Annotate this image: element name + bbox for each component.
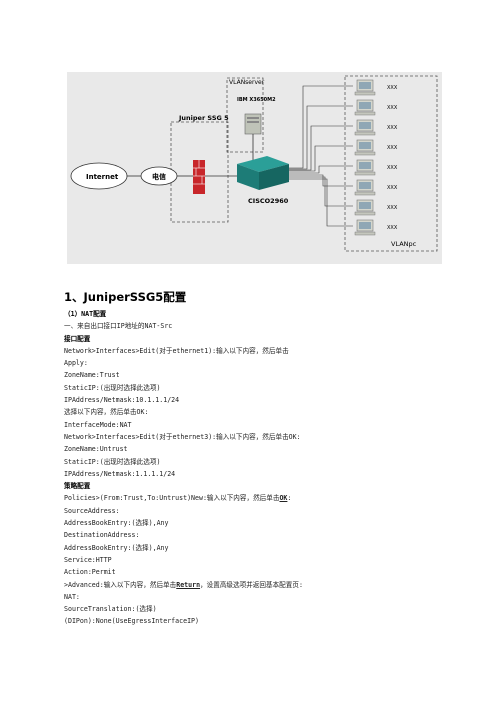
- text-line: StaticIP:(出现时选择此选项): [64, 456, 484, 468]
- line-text: NAT:: [64, 592, 80, 601]
- line-text: Network>Interfaces>Edit(对于ethernet1):输入以…: [64, 346, 289, 355]
- firewall-zone: [170, 121, 229, 223]
- firewall-label: Juniper SSG 5: [178, 114, 229, 122]
- pc-icon: [354, 179, 376, 196]
- pc-label: XXX: [387, 225, 398, 231]
- text-line: AddressBookEntry:(选择),Any: [64, 517, 484, 529]
- text-line: Network>Interfaces>Edit(对于ethernet3):输入以…: [64, 431, 484, 443]
- line-text: AddressBookEntry:(选择),Any: [64, 543, 169, 552]
- line-text: Service:HTTP: [64, 555, 112, 564]
- text-line: ZoneName:Trust: [64, 369, 484, 381]
- text-line: Service:HTTP: [64, 554, 484, 566]
- pc-icon: [354, 139, 376, 156]
- pc-icon: [354, 119, 376, 136]
- config-text-block: （1）NAT配置一、来自出口接口IP地址的NAT-Src 接口配置 Network>…: [64, 308, 484, 628]
- text-line: SourceAddress:: [64, 505, 484, 517]
- pc-label: XXX: [387, 185, 398, 191]
- text-line: NAT:: [64, 591, 484, 603]
- line-text: >Advanced:输入以下内容，然后单击: [64, 580, 177, 589]
- switch-icon: [237, 156, 289, 190]
- subheading: （1）NAT配置: [64, 308, 484, 320]
- pc-icon: [354, 99, 376, 116]
- text-line: Apply:: [64, 357, 484, 369]
- pc-icon: [354, 199, 376, 216]
- line-text-after: :: [287, 494, 292, 503]
- text-line: DestinationAddress:: [64, 529, 484, 541]
- text-line: 选择以下内容，然后单击OK:: [64, 406, 484, 418]
- pc-icon: [354, 79, 376, 96]
- pc-icon: [354, 219, 376, 236]
- firewall-icon: [193, 160, 205, 194]
- telecom-label: 电信: [152, 172, 166, 181]
- server-zone: [226, 77, 264, 153]
- line-text: ZoneName:Trust: [64, 371, 120, 380]
- line-text: 策略配置: [64, 482, 91, 491]
- pc-label: XXX: [387, 105, 398, 111]
- text-line: IPAddress/Netmask:1.1.1.1/24: [64, 468, 484, 480]
- line-text: (DIPon):None(UseEgressInterfaceIP): [64, 617, 199, 626]
- text-line: Policies>(From:Trust,To:Untrust)New:输入以下…: [64, 492, 484, 504]
- line-text: Network>Interfaces>Edit(对于ethernet3):输入以…: [64, 432, 301, 441]
- pc-label: XXX: [387, 85, 398, 91]
- text-line: >Advanced:输入以下内容，然后单击Return，设置高级选项并返回基本配…: [64, 579, 484, 591]
- line-text: ZoneName:Untrust: [64, 445, 128, 454]
- line-text: DestinationAddress:: [64, 531, 140, 540]
- text-line: AddressBookEntry:(选择),Any: [64, 542, 484, 554]
- text-line: StaticIP:(出现时选择此选项): [64, 382, 484, 394]
- line-text: （1）NAT配置: [64, 310, 107, 318]
- section-heading: 1、JuniperSSG5配置: [64, 290, 187, 304]
- pc-zone-label: VLANpc: [391, 240, 417, 248]
- line-text: 接口配置: [64, 334, 91, 343]
- text-line: InterfaceMode:NAT: [64, 419, 484, 431]
- server-icon: [244, 113, 262, 135]
- switch-label: CISCO2960: [248, 197, 289, 205]
- pc-zone: [344, 75, 438, 252]
- subheading: 接口配置: [64, 333, 484, 345]
- server-label: IBM X3650M2: [237, 97, 276, 103]
- text-line: Network>Interfaces>Edit(对于ethernet1):输入以…: [64, 345, 484, 357]
- line-text: InterfaceMode:NAT: [64, 420, 132, 429]
- internet-label: Internet: [86, 173, 119, 181]
- text-line: ZoneName:Untrust: [64, 443, 484, 455]
- text-line: (DIPon):None(UseEgressInterfaceIP): [64, 615, 484, 627]
- line-text: Policies>(From:Trust,To:Untrust)New:输入以下…: [64, 494, 280, 503]
- pc-label: XXX: [387, 165, 398, 171]
- network-topology-diagram: Internet 电信 Juniper SSG 5 VLANserver IBM…: [67, 72, 442, 264]
- text-line: Action:Permit: [64, 566, 484, 578]
- subheading: 策略配置: [64, 480, 484, 492]
- server-zone-label: VLANserver: [229, 79, 265, 86]
- pc-label: XXX: [387, 145, 398, 151]
- text-line: IPAddress/Netmask:10.1.1.1/24: [64, 394, 484, 406]
- pc-links: [289, 85, 353, 227]
- line-text: Apply:: [64, 359, 88, 368]
- keyword: OK: [279, 494, 288, 503]
- line-text: 一、来自出口接口IP地址的NAT-Src: [64, 322, 173, 331]
- line-text: StaticIP:(出现时选择此选项): [64, 457, 161, 466]
- pc-icon: [354, 159, 376, 176]
- text-line: 一、来自出口接口IP地址的NAT-Src: [64, 320, 484, 332]
- pc-label: XXX: [387, 125, 398, 131]
- line-text: SourceTranslation:(选择): [64, 605, 157, 614]
- line-text: Action:Permit: [64, 568, 116, 577]
- text-line: SourceTranslation:(选择): [64, 603, 484, 615]
- line-text: AddressBookEntry:(选择),Any: [64, 519, 169, 528]
- line-text: IPAddress/Netmask:1.1.1.1/24: [64, 469, 176, 478]
- line-text: IPAddress/Netmask:10.1.1.1/24: [64, 396, 180, 405]
- pc-group: XXX XXX XXX XXX XXX XXX XXX XXX: [354, 79, 398, 236]
- keyword: Return: [176, 580, 201, 589]
- line-text-after: ，设置高级选项并返回基本配置页:: [200, 580, 303, 589]
- pc-label: XXX: [387, 205, 398, 211]
- line-text: StaticIP:(出现时选择此选项): [64, 383, 161, 392]
- line-text: SourceAddress:: [64, 506, 120, 515]
- line-text: 选择以下内容，然后单击OK:: [64, 408, 149, 417]
